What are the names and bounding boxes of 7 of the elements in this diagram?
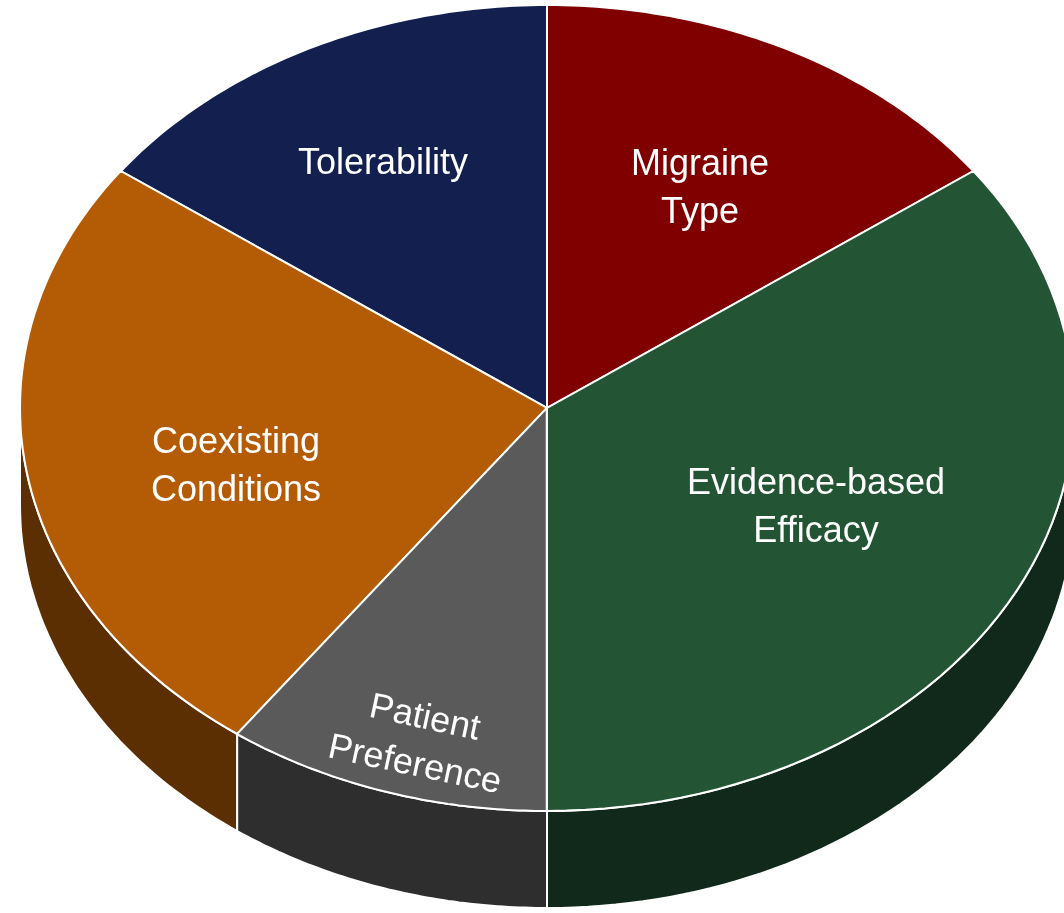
slice-label: Migraine Type [629, 141, 771, 233]
slice-label: Evidence-based Efficacy [685, 460, 947, 552]
pie-slice [120, 5, 547, 408]
pie-slice [547, 5, 974, 408]
slice-label: Patient Preference [323, 683, 507, 804]
slice-label: Coexisting Conditions [149, 419, 323, 511]
slice-label: Tolerability [296, 140, 469, 184]
